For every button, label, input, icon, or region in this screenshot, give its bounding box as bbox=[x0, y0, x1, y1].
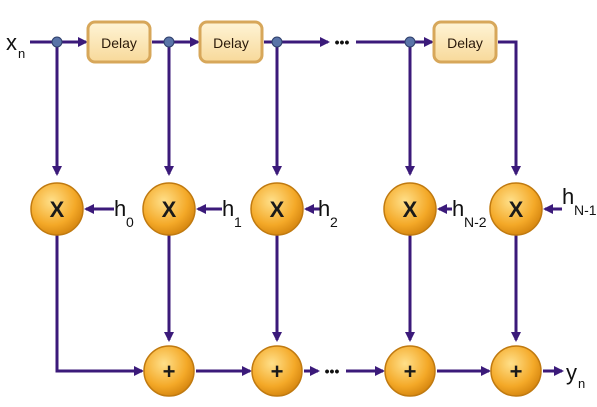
svg-text:1: 1 bbox=[234, 214, 242, 230]
output-label: y n bbox=[566, 360, 585, 391]
svg-text:h: h bbox=[318, 196, 330, 221]
ellipsis-bottom: ••• bbox=[325, 363, 340, 379]
multiplier-node-n2: X bbox=[383, 182, 437, 236]
svg-text:+: + bbox=[510, 359, 523, 384]
svg-text:h: h bbox=[222, 196, 234, 221]
delay-block-2: Delay bbox=[198, 20, 264, 64]
junction-dot bbox=[51, 36, 63, 48]
adder-node-n1: + bbox=[490, 345, 542, 397]
coefficient-label-2: h 2 bbox=[318, 196, 338, 230]
junction-dot bbox=[404, 36, 416, 48]
multiplier-node-0: X bbox=[30, 182, 84, 236]
svg-text:X: X bbox=[270, 197, 285, 222]
svg-text:x: x bbox=[6, 30, 17, 55]
mult0-to-add1 bbox=[55, 232, 144, 376]
svg-text:+: + bbox=[404, 359, 417, 384]
coefficient-label-n1: h N-1 bbox=[562, 184, 597, 218]
svg-text:Delay: Delay bbox=[101, 35, 137, 51]
svg-text:0: 0 bbox=[126, 214, 134, 230]
wire-delayN-multN1 bbox=[498, 40, 521, 176]
ellipsis-top: ••• bbox=[335, 34, 350, 50]
multiplier-node-2: X bbox=[250, 182, 304, 236]
svg-text:2: 2 bbox=[330, 214, 338, 230]
svg-text:n: n bbox=[18, 46, 25, 61]
multiplier-node-1: X bbox=[142, 182, 196, 236]
coefficient-label-1: h 1 bbox=[222, 196, 242, 230]
svg-text:h: h bbox=[114, 196, 126, 221]
svg-text:X: X bbox=[162, 197, 177, 222]
input-label: x n bbox=[6, 30, 25, 61]
svg-text:+: + bbox=[271, 359, 284, 384]
adder-node-1: + bbox=[143, 345, 195, 397]
svg-text:N-1: N-1 bbox=[574, 202, 597, 218]
svg-text:N-2: N-2 bbox=[464, 214, 487, 230]
svg-text:h: h bbox=[452, 196, 464, 221]
junction-dot bbox=[163, 36, 175, 48]
svg-text:+: + bbox=[163, 359, 176, 384]
svg-text:X: X bbox=[403, 197, 418, 222]
multiplier-node-n1: X bbox=[489, 182, 543, 236]
coefficient-label-0: h 0 bbox=[114, 196, 134, 230]
svg-text:X: X bbox=[50, 197, 65, 222]
delay-block-1: Delay bbox=[86, 20, 152, 64]
svg-text:y: y bbox=[566, 360, 577, 385]
svg-text:Delay: Delay bbox=[447, 35, 483, 51]
svg-text:X: X bbox=[509, 197, 524, 222]
delay-block-n: Delay bbox=[432, 20, 498, 64]
junction-dot bbox=[271, 36, 283, 48]
adder-node-2: + bbox=[251, 345, 303, 397]
svg-text:h: h bbox=[562, 184, 574, 209]
svg-text:Delay: Delay bbox=[213, 35, 249, 51]
svg-text:n: n bbox=[578, 376, 585, 391]
coefficient-label-n2: h N-2 bbox=[452, 196, 487, 230]
adder-node-n2: + bbox=[384, 345, 436, 397]
